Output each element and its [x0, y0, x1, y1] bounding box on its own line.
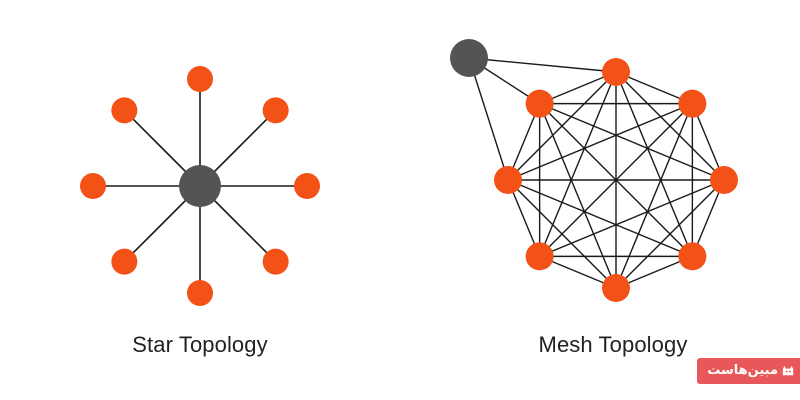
mesh-topology-panel: Mesh Topology — [400, 0, 800, 400]
mesh-link-24 — [507, 179, 617, 289]
star-node-2 — [262, 97, 289, 124]
mesh-node-4 — [678, 242, 707, 271]
watermark-text: مبین‌هاست — [707, 363, 778, 378]
star-node-5 — [187, 280, 213, 306]
mesh-node-2 — [678, 89, 707, 118]
mesh-link-22 — [539, 103, 693, 257]
star-topology-diagram — [80, 66, 320, 306]
star-node-8 — [111, 97, 138, 124]
watermark-badge: مبین‌هاست — [697, 358, 800, 384]
mesh-node-6 — [525, 242, 554, 271]
cat-logo-icon — [782, 365, 794, 376]
star-node-6 — [111, 248, 138, 275]
mesh-hub-link-3 — [468, 57, 509, 181]
mesh-link-5 — [538, 71, 617, 257]
star-hub-node — [179, 165, 221, 207]
mesh-topology-diagram — [450, 39, 738, 302]
star-node-3 — [294, 173, 320, 199]
mesh-link-10 — [615, 103, 694, 289]
star-node-4 — [262, 248, 289, 275]
mesh-node-3 — [710, 166, 738, 194]
star-topology-panel: Star Topology — [80, 66, 320, 357]
mesh-topology-caption: Mesh Topology — [538, 332, 688, 357]
mesh-link-18 — [539, 102, 725, 181]
mesh-node-7 — [494, 166, 522, 194]
mesh-link-16 — [539, 179, 725, 258]
mesh-link-3 — [615, 71, 694, 257]
star-topology-caption: Star Topology — [132, 332, 268, 357]
mesh-hub-node — [450, 39, 488, 77]
mesh-node-8 — [525, 89, 554, 118]
mesh-node-1 — [602, 58, 630, 86]
star-node-1 — [187, 66, 213, 92]
mesh-link-12 — [507, 102, 693, 181]
mesh-node-5 — [602, 274, 630, 302]
mesh-link-25 — [538, 103, 617, 289]
mesh-hub-link-1 — [468, 57, 617, 73]
mesh-link-21 — [507, 179, 693, 258]
star-node-7 — [80, 173, 106, 199]
